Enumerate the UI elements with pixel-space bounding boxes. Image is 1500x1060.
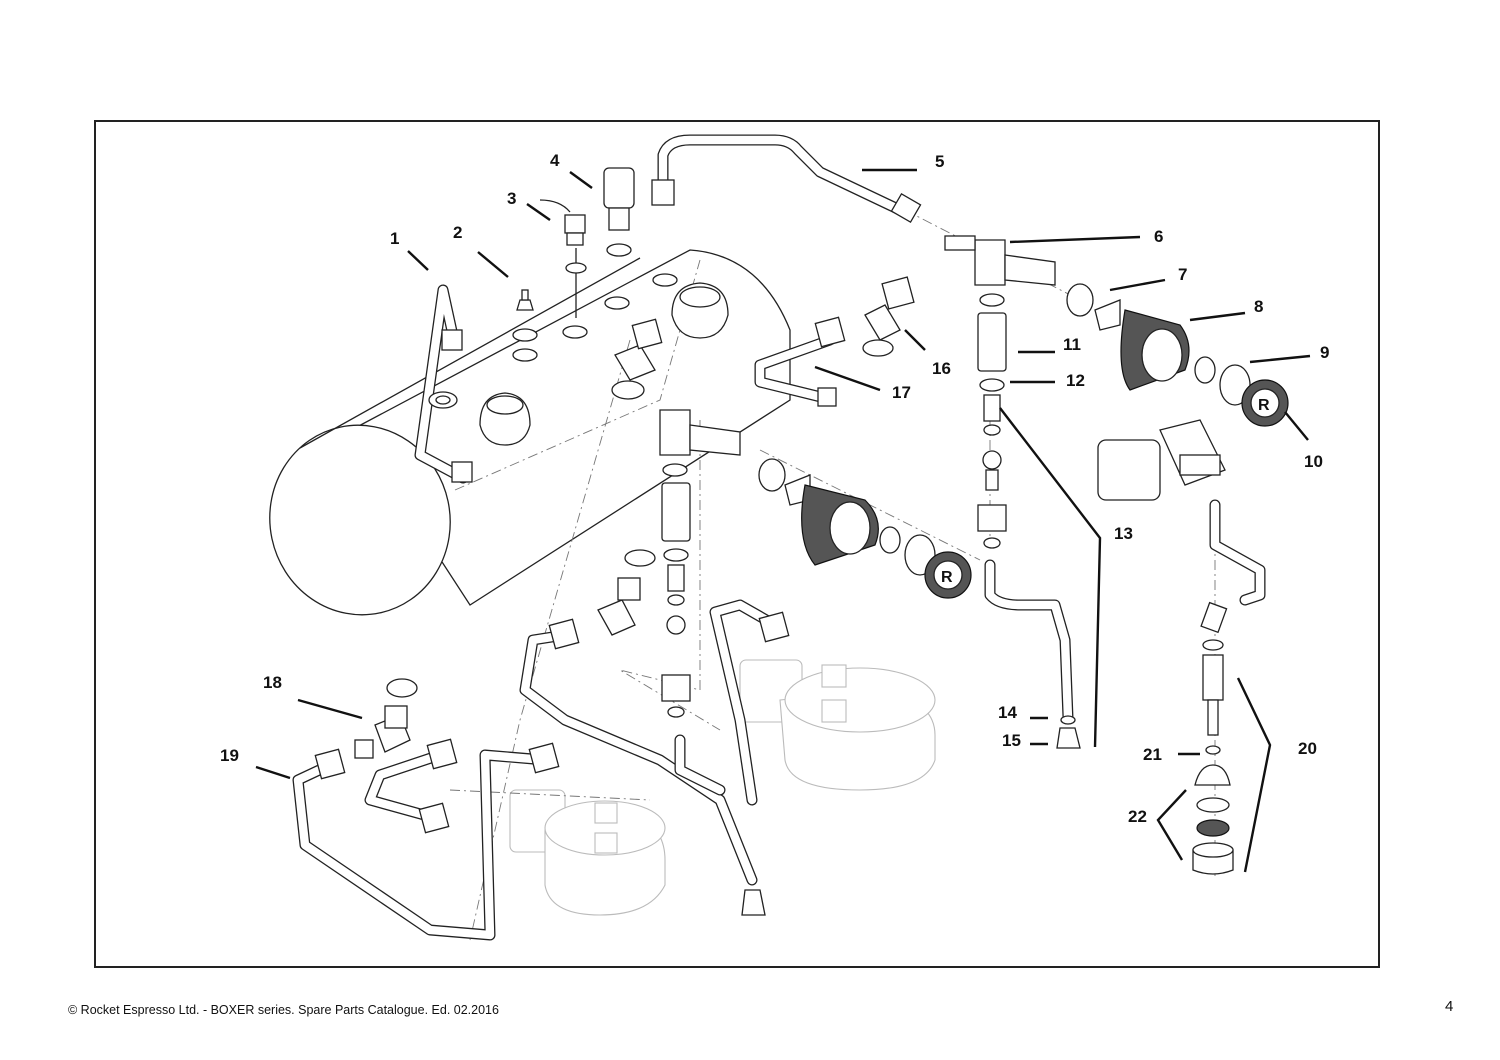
callout-2: 2 — [453, 223, 462, 242]
callout-21: 21 — [1143, 745, 1162, 764]
callout-16: 16 — [932, 359, 951, 378]
callout-3: 3 — [507, 189, 516, 208]
page-number: 4 — [1445, 998, 1454, 1015]
pipes — [292, 134, 1266, 941]
ghost-group-center — [739, 659, 936, 791]
callout-15: 15 — [1002, 731, 1021, 750]
callout-22: 22 — [1128, 807, 1147, 826]
callout-20: 20 — [1298, 739, 1317, 758]
callout-13: 13 — [1114, 524, 1133, 543]
callout-4: 4 — [550, 151, 560, 170]
callout-19: 19 — [220, 746, 239, 765]
callout-6: 6 — [1154, 227, 1163, 246]
boiler-tank — [269, 249, 791, 616]
callout-numbers: 1 2 3 4 5 6 7 8 9 10 11 12 13 14 15 16 1… — [220, 151, 1329, 826]
callout-9: 9 — [1320, 343, 1329, 362]
leader-lines — [255, 168, 1311, 873]
callout-1: 1 — [390, 229, 399, 248]
callout-18: 18 — [263, 673, 282, 692]
cap-letter-2: R — [941, 569, 953, 586]
parts: R R — [314, 167, 1289, 916]
callout-17: 17 — [892, 383, 911, 402]
ghost-group-left — [509, 789, 666, 916]
callout-8: 8 — [1254, 297, 1263, 316]
callout-12: 12 — [1066, 371, 1085, 390]
callout-10: 10 — [1304, 452, 1323, 471]
cap-letter: R — [1258, 397, 1270, 414]
callout-14: 14 — [998, 703, 1017, 722]
diagram-frame — [94, 120, 1380, 968]
callout-7: 7 — [1178, 265, 1187, 284]
footer-copyright: © Rocket Espresso Ltd. - BOXER series. S… — [68, 1003, 499, 1017]
callout-5: 5 — [935, 152, 944, 171]
callout-11: 11 — [1063, 335, 1081, 354]
